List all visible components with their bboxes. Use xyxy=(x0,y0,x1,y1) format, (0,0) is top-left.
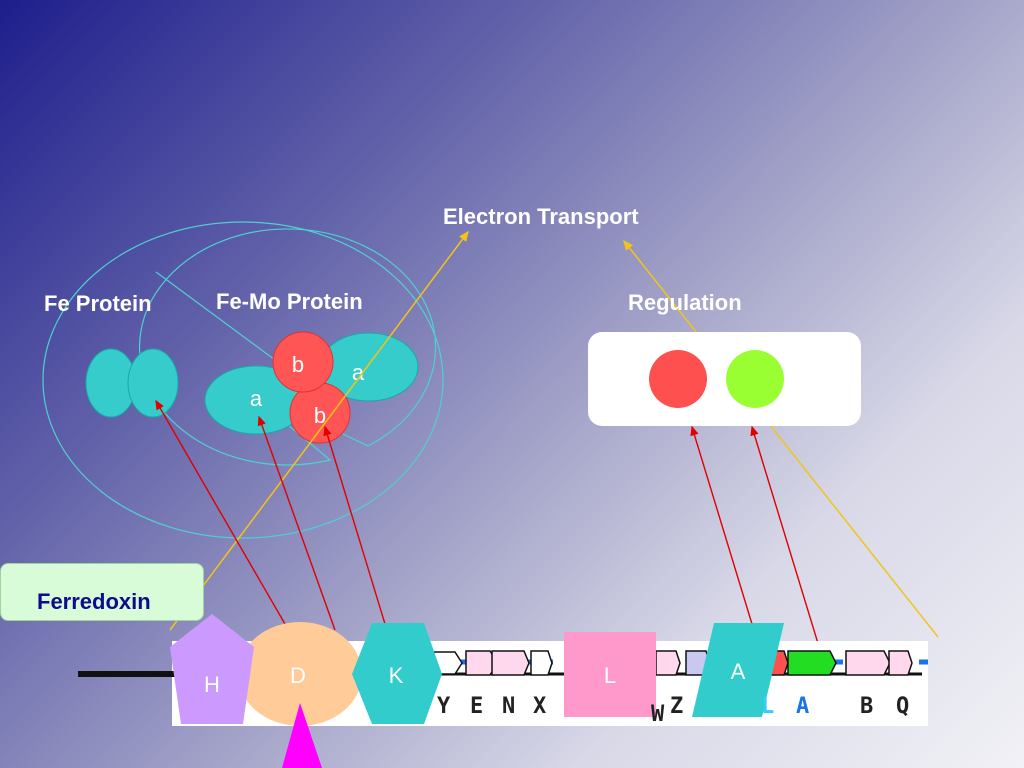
ferredoxin-label: Ferredoxin xyxy=(37,589,151,614)
gene-l-label: L xyxy=(604,663,616,688)
gene-a-label: A xyxy=(731,659,746,684)
magenta-pointer xyxy=(282,703,322,768)
arrow-a-to-red xyxy=(690,425,753,625)
gene-letter-y: Y xyxy=(437,694,451,719)
arrow-gene-to-green xyxy=(750,425,821,651)
gene-letter-l: L xyxy=(761,694,775,719)
domain-outline xyxy=(138,228,437,466)
gene-arrow-q xyxy=(888,650,913,676)
gene-arrow-b xyxy=(845,650,891,676)
ferredoxin-box xyxy=(0,563,204,621)
regulation-box xyxy=(588,332,861,426)
gene-letter-w: W xyxy=(651,702,665,727)
subunit-a-left-label: a xyxy=(250,386,263,411)
gene-h-pentagon xyxy=(170,614,254,724)
regulation-green-indicator xyxy=(726,350,784,408)
femo-subunit-b-top xyxy=(272,331,334,393)
gene-d-shape xyxy=(238,622,362,726)
gene-arrow-green xyxy=(787,650,837,676)
gene-d-label: D xyxy=(290,663,306,688)
gene-arrow-w xyxy=(655,650,681,676)
fe-protein-label: Fe Protein xyxy=(44,291,152,316)
fe-protein-lobe-right xyxy=(127,348,179,418)
gene-l-square xyxy=(564,632,656,717)
femo-protein-label: Fe-Mo Protein xyxy=(216,289,363,314)
gene-letter-n: N xyxy=(502,694,516,719)
gene-k-hexagon xyxy=(352,623,442,724)
gene-k-label: K xyxy=(389,663,404,688)
regulation-label: Regulation xyxy=(628,290,742,315)
gene-letter-a: A xyxy=(796,694,810,719)
gene-h-label: H xyxy=(204,672,220,697)
gene-arrow-x xyxy=(530,650,553,676)
gene-letter-x: X xyxy=(533,694,547,719)
electron-transport-arrow-right xyxy=(623,239,939,638)
gene-arrow-n xyxy=(491,650,530,676)
electron-transport-label: Electron Transport xyxy=(443,204,639,229)
subunit-b-top-label: b xyxy=(292,352,304,377)
gene-letter-z: Z xyxy=(670,694,684,719)
gene-letter-q: Q xyxy=(896,694,910,719)
electron-transport-arrow-left xyxy=(169,230,469,631)
complex-outline xyxy=(42,221,444,539)
subunit-b-bottom-label: b xyxy=(314,403,326,428)
gene-letter-e: E xyxy=(470,694,484,719)
subunit-a-right-label: a xyxy=(352,360,365,385)
arrow-h-to-fe xyxy=(155,399,286,625)
gene-a-parallelogram xyxy=(692,623,784,717)
arrow-d-to-a xyxy=(257,415,336,631)
gene-letter-b: B xyxy=(860,694,874,719)
arrow-k-to-b xyxy=(323,425,386,625)
regulation-red-indicator xyxy=(649,350,707,408)
